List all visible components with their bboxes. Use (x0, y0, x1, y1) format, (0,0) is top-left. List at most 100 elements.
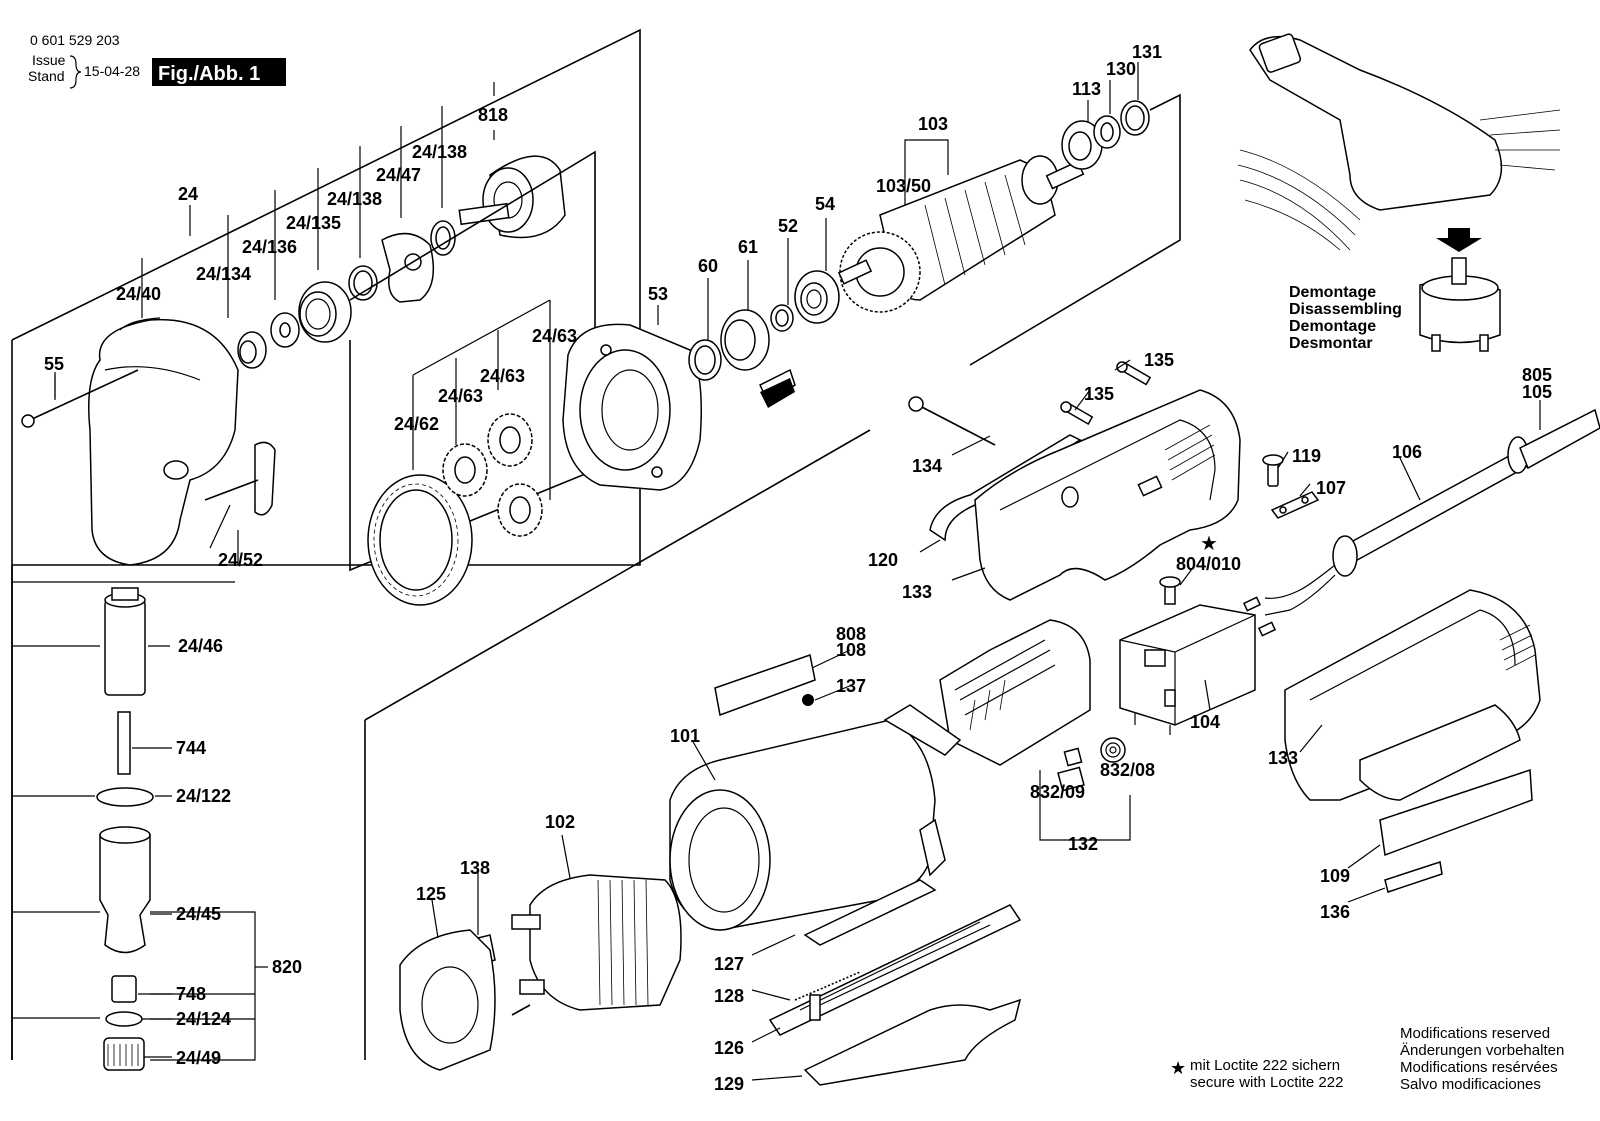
issue-label: Issue (32, 52, 66, 68)
label-24-63b: 24/63 (480, 366, 525, 386)
bracket-103 (904, 139, 949, 205)
label-808: 808 (836, 624, 866, 644)
label-119: 119 (1292, 446, 1321, 466)
label-131: 131 (1132, 42, 1162, 62)
label-136: 136 (1320, 902, 1350, 922)
screw-804-010 (1159, 576, 1181, 605)
label-60: 60 (698, 256, 718, 276)
disassembly-text-es: Desmontar (1289, 335, 1373, 352)
label-24-52: 24/52 (218, 550, 263, 570)
label-136 (1384, 861, 1443, 893)
pin-744 (117, 711, 131, 775)
grommet-137 (802, 694, 814, 706)
label-105: 105 (1522, 382, 1552, 402)
label-24-138a: 24/138 (327, 189, 382, 209)
baffle-125 (399, 929, 496, 1071)
switch-cover-129 (803, 998, 1022, 1086)
motor-lower-frame (364, 429, 871, 1060)
label-132: 132 (1068, 834, 1098, 854)
screw-135a (1116, 361, 1152, 386)
bearing-24-135 (298, 281, 352, 343)
label-108: 108 (836, 640, 866, 660)
wing-screw-24-52 (204, 441, 276, 516)
needle-bearing-24-134 (237, 331, 267, 369)
bracket-132 (1039, 770, 1131, 850)
label-133a: 133 (902, 582, 932, 602)
brace (69, 55, 82, 89)
label-24-124: 24/124 (176, 1009, 231, 1029)
knurled-nut-24-49 (103, 1037, 145, 1071)
label-61: 61 (738, 237, 758, 257)
label-54: 54 (815, 194, 835, 214)
leader-lines (54, 62, 1541, 1081)
label-832-08: 832/08 (1100, 760, 1155, 780)
gear-head-group-frame (11, 28, 641, 1060)
label-24-63c: 24/63 (532, 326, 577, 346)
label-24-46: 24/46 (178, 636, 223, 656)
bearing-113 (1061, 120, 1103, 170)
label-128: 128 (714, 986, 744, 1006)
disassembly-text-fr: Demontage (1289, 318, 1376, 335)
label-107: 107 (1316, 478, 1346, 498)
label-748: 748 (176, 984, 206, 1004)
label-135a: 135 (1084, 384, 1114, 404)
label-102: 102 (545, 812, 575, 832)
o-ring-24-122 (96, 787, 154, 807)
figure-label: Fig./Abb. 1 (158, 63, 260, 85)
label-137: 137 (836, 676, 866, 696)
housing-half-133-upper (974, 389, 1241, 601)
label-744: 744 (176, 738, 206, 758)
shaft-818 (458, 155, 566, 239)
label-24-136: 24/136 (242, 237, 297, 257)
label-135b: 135 (1144, 350, 1174, 370)
switch-rod-127 (803, 818, 946, 946)
label-125: 125 (416, 884, 446, 904)
cable-clamp-107 (1270, 491, 1320, 519)
label-138: 138 (460, 858, 490, 878)
label-24-49: 24/49 (176, 1048, 221, 1068)
planet-gear-24-63c (497, 483, 543, 537)
seal-60 (688, 339, 722, 381)
disassembly-illustration (1237, 33, 1561, 352)
label-24-45: 24/45 (176, 904, 221, 924)
motor-housing-101 (669, 704, 962, 931)
label-805: 805 (1522, 365, 1552, 385)
cable-106 (1242, 408, 1600, 637)
screw-119 (1262, 454, 1284, 487)
bearing-flange-53 (562, 323, 702, 491)
label-52: 52 (778, 216, 798, 236)
label-55: 55 (44, 354, 64, 374)
label-24-40: 24/40 (116, 284, 161, 304)
label-24-63a: 24/63 (438, 386, 483, 406)
label-109: 109 (1320, 866, 1350, 886)
bracket-820 (150, 911, 268, 1061)
label-103: 103 (918, 114, 948, 134)
spring-washer-130 (1093, 115, 1121, 149)
motor-group-frame (969, 93, 1181, 366)
disassembly-text-en: Disassembling (1289, 301, 1402, 318)
retaining-ring-24-138b (430, 220, 456, 256)
label-832-09: 832/09 (1030, 782, 1085, 802)
label-106: 106 (1392, 442, 1422, 462)
label-24-134: 24/134 (196, 264, 251, 284)
star-804: ★ (1200, 531, 1218, 555)
washer-52 (770, 304, 794, 332)
modifications-de: Änderungen vorbehalten (1400, 1042, 1564, 1059)
label-104: 104 (1190, 712, 1220, 732)
bearing-54 (794, 270, 840, 324)
label-24: 24 (178, 184, 198, 204)
modifications-en: Modifications reserved (1400, 1025, 1550, 1042)
ring-gear-24-62 (367, 474, 473, 606)
label-126: 126 (714, 1038, 744, 1058)
label-24-47: 24/47 (376, 165, 421, 185)
clamp-24-47 (381, 232, 435, 303)
planet-gear-24-63a (442, 443, 488, 497)
screw-134 (908, 396, 996, 446)
label-103-50: 103/50 (876, 176, 931, 196)
figure-badge (152, 58, 286, 86)
date: 15-04-28 (84, 63, 140, 79)
loctite-line-1: mit Loctite 222 sichern (1190, 1057, 1340, 1074)
nut-748 (111, 975, 137, 1003)
o-ring-24-124 (105, 1011, 143, 1027)
